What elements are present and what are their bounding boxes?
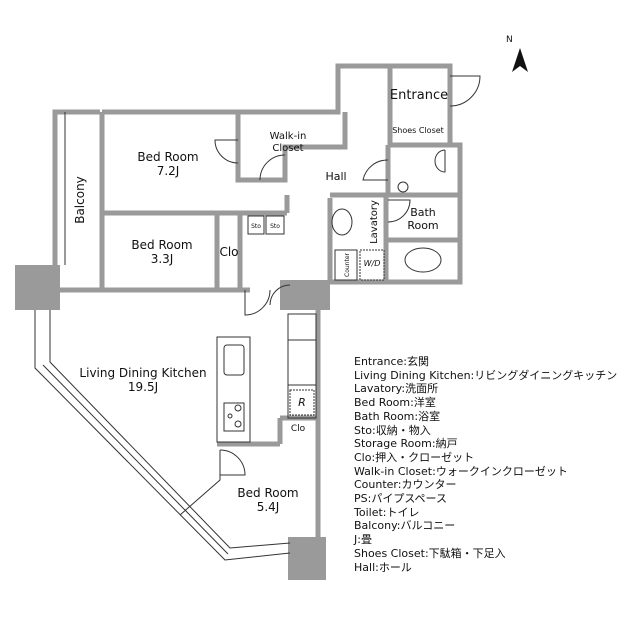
legend-item: Bath Room:浴室 [354,409,441,423]
north-arrow-icon: N [506,35,528,72]
fridge-icon [289,389,315,416]
legend: Entrance:玄関 Living Dining Kitchen:リビングダイ… [354,355,617,574]
label-ldk: Living Dining Kitchen [79,366,206,380]
svg-text:N: N [506,35,513,45]
pillars [15,265,330,580]
sink-icon [223,344,245,376]
legend-item: Counter:カウンター [354,478,457,492]
label-bed1-size: 7.2J [157,164,180,178]
toilet-icon [434,149,446,173]
entrance-door-icon [449,75,481,107]
label-bath-2: Room [407,219,438,232]
washbasin-icon [331,208,353,236]
label-counter: Counter [344,252,351,277]
legend-item: Toilet:トイレ [354,505,420,519]
label-bed1: Bed Room [137,150,198,164]
legend-item: Clo:押入・クローゼット [354,450,475,464]
label-bed3: Bed Room [237,486,298,500]
kitchen [214,75,481,476]
legend-item: Bed Room:洋室 [354,396,436,410]
door-icon [244,289,271,316]
label-fridge: R [298,396,306,409]
label-balcony: Balcony [73,176,87,224]
legend-item: Entrance:玄関 [354,355,429,368]
legend-item: Sto:収納・物入 [354,423,431,437]
label-shoes-closet: Shoes Closet [392,126,444,135]
legend-item: J:畳 [354,533,372,547]
stove-icon [223,402,245,432]
walls [52,63,463,540]
label-ldk-size: 19.5J [128,380,158,394]
label-lavatory: Lavatory [369,200,380,244]
legend-item: Hall:ホール [354,560,412,574]
bathtub-icon [404,247,442,273]
legend-item: Shoes Closet:下駄箱・下足入 [354,546,506,560]
legend-item: Lavatory:洗面所 [354,382,439,396]
legend-item: PS:パイプスペース [354,492,448,506]
label-sto1: Sto [251,223,261,230]
label-wd: W/D [364,259,381,268]
label-clo1: Clo [219,245,238,259]
label-hall: Hall [325,170,346,183]
legend-item: Living Dining Kitchen:リビングダイニングキッチン [354,368,618,382]
legend-item: Balcony:バルコニー [354,519,456,533]
label-bath-1: Bath [410,206,436,219]
label-entrance: Entrance [390,88,448,103]
legend-item: Walk-in Closet:ウォークインクローゼット [354,464,568,478]
door-icon [219,449,246,476]
label-sto2: Sto [270,223,280,230]
label-bed2: Bed Room [131,238,192,252]
label-wic-1: Walk-in [270,131,307,142]
window-wall [34,112,291,561]
legend-item: Storage Room:納戸 [354,437,458,451]
label-wic-2: Closet [272,143,303,154]
label-bed3-size: 5.4J [257,500,280,514]
label-clo2: Clo [291,424,306,434]
label-bed2-size: 3.3J [151,252,174,266]
